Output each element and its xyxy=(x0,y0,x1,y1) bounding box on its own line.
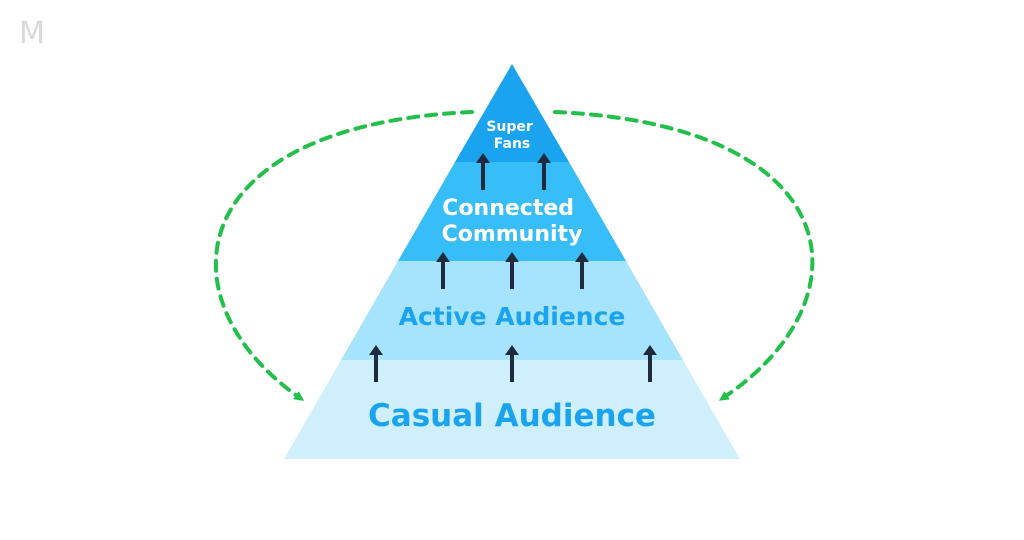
upward-arrows xyxy=(369,153,657,382)
tier-label-line: Connected xyxy=(442,196,574,221)
tier-label-super-fans: Super Fans xyxy=(486,119,537,152)
tier-label-line: Community xyxy=(442,222,583,247)
up-arrow xyxy=(476,153,490,190)
tier-label-connected-community: Connected Community xyxy=(442,196,583,247)
up-arrow xyxy=(643,345,657,382)
up-arrow xyxy=(537,153,551,190)
tier-active-audience xyxy=(341,261,683,360)
tier-connected-community xyxy=(398,162,626,261)
tier-label-active-audience: Active Audience xyxy=(399,302,626,331)
up-arrow xyxy=(369,345,383,382)
tier-casual-audience xyxy=(284,360,740,459)
tier-label-line: Active Audience xyxy=(399,302,626,331)
up-arrow xyxy=(575,252,589,289)
tier-label-line: Fans xyxy=(494,136,531,152)
brand-logo: M xyxy=(19,16,45,51)
up-arrow xyxy=(436,252,450,289)
tier-label-line: Super xyxy=(486,119,533,135)
tier-super-fans xyxy=(455,64,569,162)
cycle-arrow-right xyxy=(553,110,815,401)
tier-label-line: Casual Audience xyxy=(368,398,656,434)
cycle-arrow-left xyxy=(213,110,474,401)
tier-label-casual-audience: Casual Audience xyxy=(368,398,656,434)
up-arrow xyxy=(505,252,519,289)
up-arrow xyxy=(505,345,519,382)
